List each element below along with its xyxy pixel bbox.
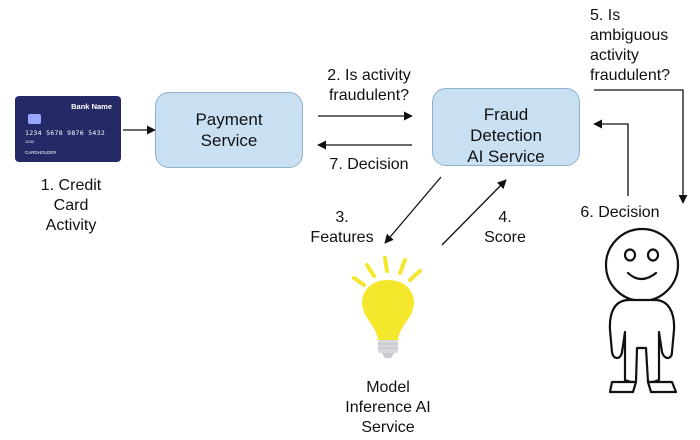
step5-line3: activity [590, 47, 639, 64]
human-reviewer-icon [604, 227, 680, 394]
step5-line1: 5. Is [590, 7, 621, 24]
card-holder: CARDHOLDER [25, 150, 57, 155]
credit-card-icon: Bank Name 1234 5678 9876 5432 1234 CARDH… [15, 96, 121, 162]
step4-line1: 4. [498, 209, 512, 226]
step2-line2: fraudulent? [328, 87, 410, 104]
payment-service-line2: Service [200, 131, 258, 150]
step2-line1: 2. Is activity [327, 67, 411, 84]
card-bank-name: Bank Name [71, 102, 112, 111]
step7-label: 7. Decision [329, 156, 409, 173]
step3-line1: 3. [335, 209, 349, 226]
step3-line2: Features [310, 229, 374, 246]
fraud-detection-line3: AI Service [467, 147, 545, 166]
arrow-step6 [593, 119, 629, 196]
step5-line4: fraudulent? [590, 67, 671, 84]
step6-label: 6. Decision [580, 204, 660, 221]
step1-line3: Activity [45, 217, 97, 234]
step5-line2: ambiguous [590, 27, 669, 44]
fraud-detection-line1: Fraud [483, 105, 529, 124]
step5-label: 5. Is ambiguous activity fraudulent? [590, 6, 690, 86]
light-bulb-icon [352, 256, 422, 358]
model-inference-node: Model Inference AI Service [330, 378, 446, 438]
arrow-step3 [384, 176, 442, 244]
fraud-detection-node: Fraud Detection AI Service [432, 88, 580, 166]
arrow-step5 [594, 89, 688, 204]
step3-label: 3. Features [300, 208, 384, 248]
card-number: 1234 5678 9876 5432 [25, 129, 106, 137]
card-sub-number: 1234 [25, 139, 34, 144]
step2-label: 2. Is activity fraudulent? [316, 66, 422, 106]
step4-line2: Score [484, 229, 526, 246]
fraud-detection-line2: Detection [470, 126, 542, 145]
arrow-step4 [441, 179, 507, 246]
step1-line2: Card [53, 197, 89, 214]
step1-line1: 1. Credit [40, 177, 102, 194]
model-inference-line2: Inference AI [345, 399, 431, 416]
card-chip [28, 114, 41, 124]
step4-label: 4. Score [478, 208, 532, 248]
model-inference-line3: Service [361, 419, 415, 436]
step1-label: 1. Credit Card Activity [28, 176, 114, 236]
model-inference-line1: Model [366, 379, 410, 396]
payment-service-line1: Payment [195, 110, 263, 129]
